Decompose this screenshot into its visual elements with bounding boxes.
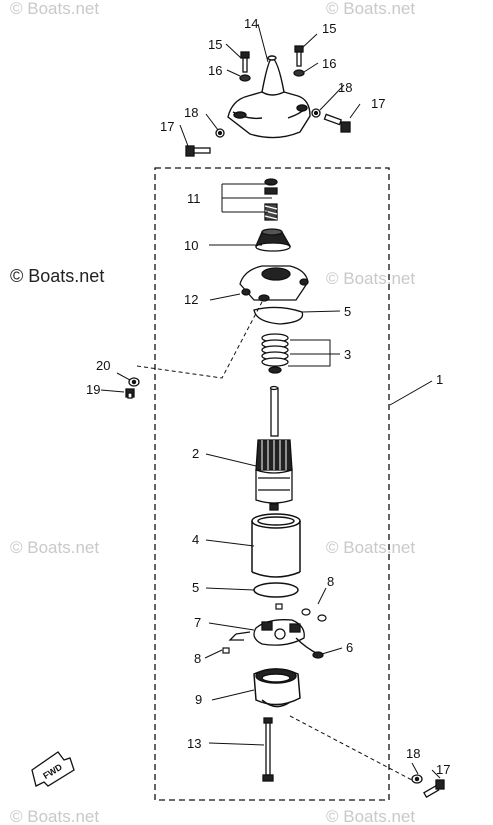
watermark-layer: © Boats.net © Boats.net © Boats.net © Bo…	[10, 0, 415, 825]
callout-4: 4	[192, 532, 199, 547]
callout-14: 14	[244, 16, 258, 31]
callout-19: 19	[86, 382, 100, 397]
brush-holder-plate	[228, 619, 324, 659]
pinion-gear	[255, 228, 292, 252]
callout-3: 3	[344, 347, 351, 362]
callout-17-top-left: 17	[160, 119, 174, 134]
callout-15-left: 15	[208, 37, 222, 52]
bolt-17-top-left	[185, 128, 225, 157]
brush-spring-stack	[261, 333, 289, 374]
callout-8-lower: 8	[194, 651, 201, 666]
callout-11: 11	[187, 191, 201, 206]
watermark-top-right: © Boats.net	[326, 0, 415, 18]
lower-end-cover	[253, 668, 301, 708]
watermark-main: © Boats.net	[10, 266, 104, 286]
o-ring-lower	[253, 582, 299, 598]
callout-bracket-11	[221, 183, 272, 213]
watermark-top-left: © Boats.net	[10, 0, 99, 18]
yoke-frame	[251, 513, 301, 578]
watermark-lower-left: © Boats.net	[10, 538, 99, 557]
callout-16-left: 16	[208, 63, 222, 78]
watermark-mid-right: © Boats.net	[326, 269, 415, 288]
callout-5-lower: 5	[192, 580, 199, 595]
bolt-15-right	[293, 45, 305, 77]
callout-18-top-right: 18	[338, 80, 352, 95]
ground-bolt	[125, 377, 140, 399]
brush-screw-set	[275, 603, 327, 622]
watermark-bottom-left: © Boats.net	[10, 807, 99, 825]
assembly-outline	[154, 167, 390, 801]
callout-20: 20	[96, 358, 110, 373]
watermark-lower-right: © Boats.net	[326, 538, 415, 557]
forward-arrow-icon: FWD	[31, 751, 75, 787]
callout-9: 9	[195, 692, 202, 707]
callout-18-top-left: 18	[184, 105, 198, 120]
upper-end-housing	[239, 265, 309, 302]
end-cover-bracket	[227, 55, 311, 139]
callout-1: 1	[436, 372, 443, 387]
callout-10: 10	[184, 238, 198, 253]
callout-16-right: 16	[322, 56, 336, 71]
callout-12: 12	[184, 292, 198, 307]
bolt-17-bottom	[411, 774, 445, 798]
watermark-bottom-right: © Boats.net	[326, 807, 415, 825]
brush-screw-lower	[222, 647, 230, 654]
through-bolt	[262, 717, 274, 782]
callout-6: 6	[346, 640, 353, 655]
callout-7: 7	[194, 615, 201, 630]
drive-spring-set	[264, 178, 278, 221]
alignment-lines	[136, 301, 413, 781]
o-ring-upper	[253, 306, 304, 325]
callout-17-bottom: 17	[436, 762, 450, 777]
callout-18-bottom: 18	[406, 746, 420, 761]
bolt-15-left	[239, 51, 251, 82]
callout-2: 2	[192, 446, 199, 461]
callout-8-upper: 8	[327, 574, 334, 589]
armature	[255, 385, 293, 511]
callout-bracket-3	[288, 339, 340, 367]
callout-13: 13	[187, 736, 201, 751]
callout-5-upper: 5	[344, 304, 351, 319]
leader-lines	[100, 23, 441, 779]
callout-17-top-right: 17	[371, 96, 385, 111]
bolt-17-top-right	[311, 108, 351, 133]
callout-15-right: 15	[322, 21, 336, 36]
callout-labels: 14 15 16 15 16 18 17 18 17 11 10 12 5 3 …	[86, 16, 450, 777]
